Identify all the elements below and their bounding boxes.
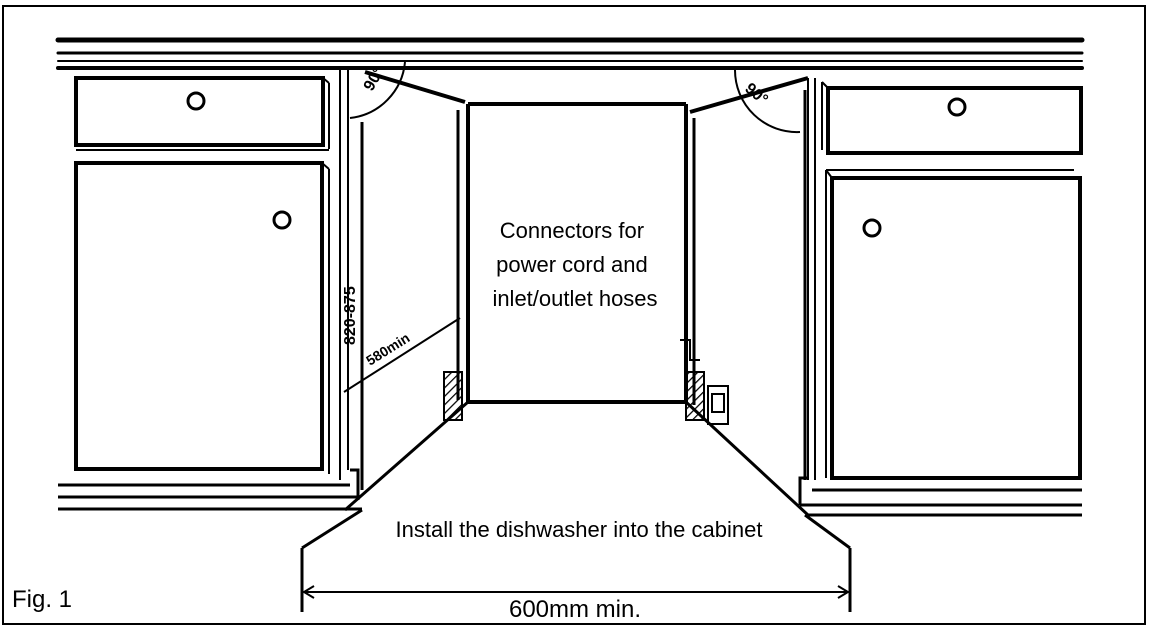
door-knob	[862, 218, 882, 238]
drawer-knob	[947, 97, 967, 117]
hatched-block-right	[685, 371, 705, 421]
left-cabinet	[58, 70, 362, 511]
hose-bracket	[680, 339, 729, 425]
countertop	[55, 37, 1085, 70]
dimension-lines	[302, 317, 850, 599]
height-dimension-label: 820-875	[342, 286, 359, 345]
depth-dimension-label: 580min	[363, 329, 412, 368]
figure-frame	[2, 5, 1146, 625]
right-cabinet	[798, 78, 1083, 517]
install-note: Install the dishwasher into the cabinet	[396, 517, 763, 542]
connector-note: Connectors for power cord and inlet/outl…	[492, 218, 657, 311]
door-knob	[272, 210, 292, 230]
width-dimension-label: 600mm min.	[509, 596, 641, 623]
drawer-knob	[186, 91, 206, 111]
figure-caption: Fig. 1	[12, 586, 72, 613]
hatched-block-left	[443, 371, 463, 421]
cabinet-recess	[300, 70, 852, 612]
door-swing-arcs	[349, 61, 801, 134]
